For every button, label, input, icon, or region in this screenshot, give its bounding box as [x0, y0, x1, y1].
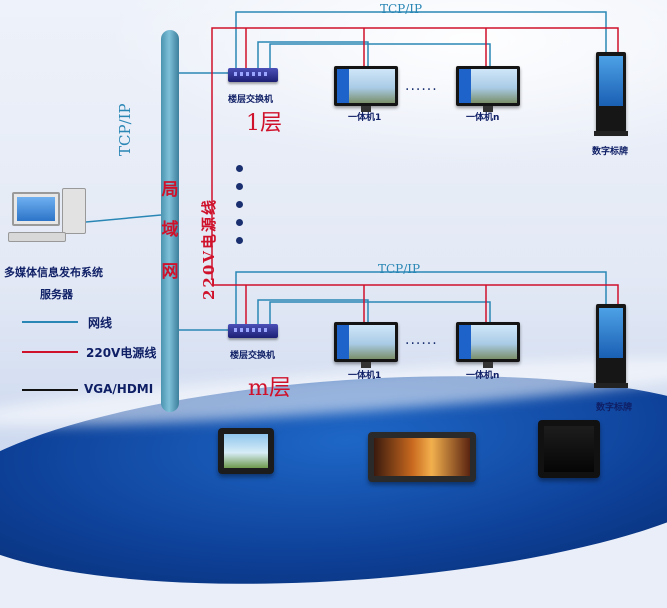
floor1-switch-icon	[228, 68, 278, 82]
legend-network-label: 网线	[88, 316, 113, 330]
floorm-power-line	[212, 284, 619, 305]
floorm-net-to-tn	[269, 301, 491, 326]
floorm-name: m层	[248, 376, 291, 401]
connection-lines	[22, 11, 619, 391]
floorm-signage-label: 数字标牌	[596, 403, 633, 413]
power-line-label: 220V电源线	[200, 198, 218, 300]
floor1-ellipsis: ......	[405, 78, 438, 94]
floor1-switch-label: 楼层交换机	[228, 95, 274, 105]
lan-tcp-label: TCP/IP	[116, 103, 134, 156]
floor1-net-to-t1	[257, 41, 369, 70]
lan-char-2: 域	[161, 220, 179, 240]
floor1-name: 1层	[246, 111, 282, 136]
floor-gap-dot	[236, 219, 243, 226]
display-screen-icon	[538, 420, 600, 478]
floorm-terminal1-label: 一体机1	[348, 371, 382, 381]
floorm-ellipsis: ......	[405, 332, 438, 348]
floor-gap-dot	[236, 165, 243, 172]
server-label-line2: 服务器	[40, 288, 73, 301]
floor1-power-line	[211, 27, 619, 280]
legend-power-label: 220V电源线	[86, 346, 157, 360]
floor1-terminaln-label: 一体机n	[466, 113, 500, 123]
floor-gap-dot	[236, 201, 243, 208]
lan-backbone-bar	[161, 30, 179, 412]
floorm-switch-icon	[228, 324, 278, 338]
server-label-line1: 多媒体信息发布系统	[4, 266, 103, 279]
floor1-terminal1-icon	[334, 66, 398, 112]
display-screen-icon	[218, 428, 274, 474]
display-screen-icon	[368, 432, 476, 482]
floor-gap-dot	[236, 237, 243, 244]
floor1-tcp-bus-line	[235, 11, 607, 70]
floor1-tcp-label: TCP/IP	[380, 2, 423, 16]
floorm-signage-icon	[594, 304, 628, 388]
floorm-net-to-t1	[257, 299, 369, 326]
floor1-terminal1-label: 一体机1	[348, 113, 382, 123]
floor-gap-dot	[236, 183, 243, 190]
floorm-terminal1-icon	[334, 322, 398, 368]
lan-char-1: 局	[161, 180, 179, 200]
server-to-lan-line	[85, 214, 162, 223]
floor1-signage-icon	[594, 52, 628, 136]
floorm-switch-label: 楼层交换机	[230, 351, 276, 361]
legend-vga-label: VGA/HDMI	[84, 382, 154, 396]
floor1-terminaln-icon	[456, 66, 520, 112]
floorm-terminaln-icon	[456, 322, 520, 368]
floorm-tcp-label: TCP/IP	[378, 262, 421, 276]
lan-char-3: 网	[161, 262, 179, 282]
floorm-terminaln-label: 一体机n	[466, 371, 500, 381]
floorm-tcp-bus-line	[235, 271, 607, 326]
floor1-net-to-tn	[269, 43, 491, 70]
floor1-signage-label: 数字标牌	[592, 147, 629, 157]
